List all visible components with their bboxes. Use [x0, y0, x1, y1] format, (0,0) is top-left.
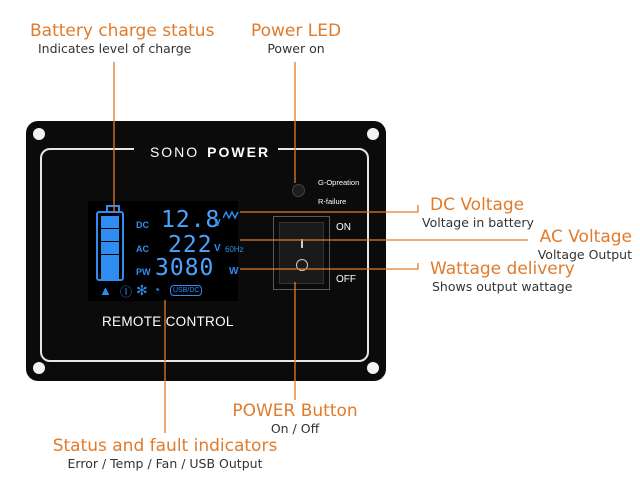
callout-wattage-title: Wattage delivery	[430, 259, 575, 279]
callout-dc-voltage-subtitle: Voltage in battery	[422, 215, 534, 230]
power-button[interactable]	[273, 216, 330, 290]
led-label-r-failure: R-failure	[318, 197, 347, 206]
on-mark-icon	[301, 239, 303, 248]
off-mark-icon	[296, 259, 308, 271]
callout-ac-voltage-title: AC Voltage	[539, 227, 632, 247]
leader-wattage	[240, 263, 419, 270]
usb-dc-badge: USB/DC	[170, 285, 203, 296]
led-label-g-operation: G-Opreation	[318, 178, 360, 187]
screw-bottom-right	[367, 362, 379, 374]
callout-wattage-subtitle: Shows output wattage	[432, 279, 573, 294]
callout-power-button-title: POWER Button	[232, 401, 358, 421]
dc-wave-icon	[223, 210, 239, 220]
callout-battery-title: Battery charge status	[30, 21, 215, 41]
callout-battery: Battery charge status Indicates level of…	[30, 21, 214, 56]
dc-label: DC	[136, 220, 149, 230]
fan-icon: ✻	[136, 282, 148, 298]
pw-label: PW	[136, 267, 151, 277]
callout-power-led: Power LED Power on	[246, 21, 346, 56]
ac-label: AC	[136, 244, 149, 254]
callout-power-led-subtitle: Power on	[267, 41, 325, 56]
callout-status: Status and fault indicators Error / Temp…	[50, 436, 280, 471]
pw-value: 3080	[155, 255, 215, 281]
battery-bar	[101, 229, 119, 241]
callout-wattage: Wattage delivery Shows output wattage	[430, 259, 575, 294]
callout-power-button: POWER Button On / Off	[225, 401, 365, 436]
remote-control-label: REMOTE CONTROL	[102, 314, 234, 329]
ac-unit: V	[214, 243, 221, 254]
thermometer-icon: Ⓘ	[120, 285, 133, 299]
dc-value: 12.8	[161, 207, 221, 233]
brand-bold: POWER	[207, 144, 271, 160]
ac-frequency: 60Hz	[225, 245, 244, 254]
battery-bar	[101, 267, 119, 279]
brand-light: SONO	[141, 144, 208, 160]
callout-ac-voltage-subtitle: Voltage Output	[537, 247, 632, 262]
power-rocker[interactable]	[279, 222, 324, 284]
gauge-icon: ◔	[153, 283, 161, 297]
power-led	[292, 184, 305, 197]
screw-bottom-left	[33, 362, 45, 374]
callout-status-title: Status and fault indicators	[52, 436, 278, 456]
pw-unit: W	[229, 266, 239, 277]
lcd-display: DC 12.8 V AC 222 V 60Hz PW 3080 W ▲ Ⓘ ✻ …	[88, 201, 244, 301]
screw-top-right	[367, 128, 379, 140]
switch-label-off: OFF	[336, 274, 356, 285]
battery-cap	[106, 205, 120, 213]
callout-power-button-subtitle: On / Off	[270, 421, 320, 436]
battery-bar	[101, 242, 119, 254]
dc-unit: V	[214, 218, 221, 229]
callout-power-led-title: Power LED	[250, 21, 342, 41]
warning-icon: ▲	[99, 283, 112, 298]
battery-icon	[96, 211, 124, 281]
switch-label-on: ON	[336, 222, 351, 233]
callout-dc-voltage: DC Voltage Voltage in battery	[422, 195, 534, 230]
leader-dc-voltage	[240, 205, 419, 213]
callout-status-subtitle: Error / Temp / Fan / USB Output	[67, 456, 263, 471]
screw-top-left	[33, 128, 45, 140]
battery-bar	[101, 255, 119, 267]
ac-value: 222	[168, 232, 213, 258]
callout-battery-subtitle: Indicates level of charge	[38, 41, 192, 56]
callout-dc-voltage-title: DC Voltage	[430, 195, 525, 215]
battery-bar	[101, 216, 119, 228]
callout-ac-voltage: AC Voltage Voltage Output	[500, 227, 632, 262]
